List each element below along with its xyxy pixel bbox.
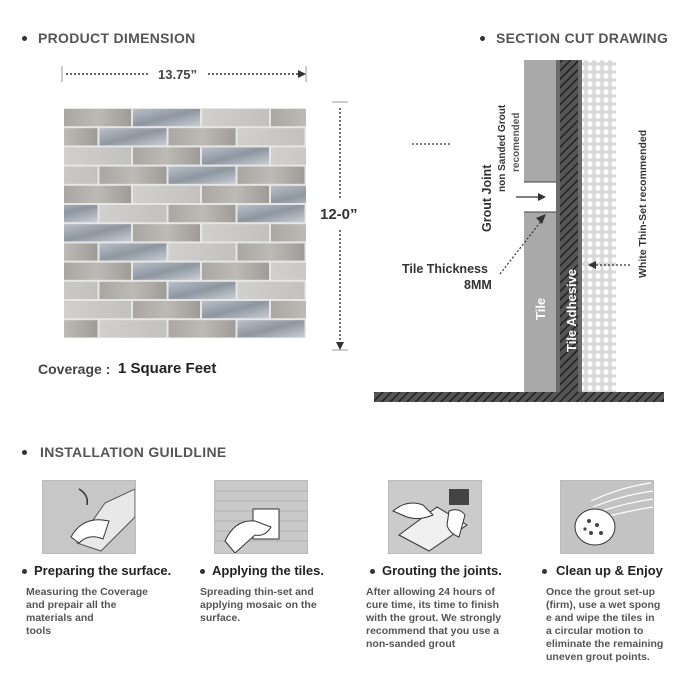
- mosaic-strip: [64, 128, 98, 146]
- tile-label: Tile: [533, 297, 548, 320]
- product-dimension-title: PRODUCT DIMENSION: [38, 30, 196, 46]
- step-title: Applying the tiles.: [212, 563, 324, 578]
- mosaic-strip: [64, 147, 131, 165]
- bullet-icon: [370, 569, 375, 574]
- mosaic-strip: [99, 281, 167, 299]
- mosaic-strip: [237, 243, 305, 261]
- grout-joint-label: Grout Joint: [480, 164, 494, 232]
- measuring-illustration: [42, 480, 136, 554]
- mosaic-strip: [133, 224, 200, 242]
- mosaic-strip: [202, 262, 269, 280]
- mosaic-tile-sheet: [64, 108, 306, 338]
- mosaic-strip: [64, 320, 98, 338]
- bullet-icon: [22, 36, 27, 41]
- bullet-icon: [542, 569, 547, 574]
- section-cut-drawing: [374, 60, 664, 402]
- step-description: After allowing 24 hours of cure time, it…: [366, 586, 502, 650]
- sponge-cleaning-illustration: [560, 480, 654, 554]
- width-dimension-line: [61, 66, 307, 82]
- installation-title: INSTALLATION GUILDLINE: [40, 444, 227, 460]
- mosaic-strip: [99, 205, 167, 223]
- tile-thickness-label: Tile Thickness: [402, 262, 488, 276]
- mosaic-strip: [271, 262, 306, 280]
- step-description: Once the grout set-up (firm), use a wet …: [546, 586, 664, 663]
- mosaic-strip: [133, 109, 200, 127]
- coverage-label: Coverage :: [38, 361, 111, 377]
- mosaic-strip: [202, 147, 269, 165]
- height-label: 12-0”: [320, 206, 358, 223]
- coverage-value: 1 Square Feet: [118, 360, 217, 377]
- mosaic-strip: [133, 262, 200, 280]
- mosaic-strip: [133, 301, 200, 319]
- mosaic-strip: [64, 224, 131, 242]
- mosaic-strip: [237, 320, 305, 338]
- mosaic-strip: [237, 128, 305, 146]
- mosaic-strip: [99, 128, 167, 146]
- mosaic-strip: [99, 166, 167, 184]
- step-title: Preparing the surface.: [34, 563, 172, 578]
- mosaic-strip: [133, 185, 200, 203]
- bullet-icon: [200, 569, 205, 574]
- mosaic-strip: [202, 109, 269, 127]
- height-dimension-line: [332, 101, 348, 351]
- mosaic-strip: [271, 224, 306, 242]
- mosaic-strip: [64, 281, 98, 299]
- tile-adhesive-label: Tile Adhesive: [564, 268, 579, 352]
- mosaic-strip: [271, 147, 306, 165]
- mosaic-strip: [168, 320, 236, 338]
- mosaic-strip: [99, 320, 167, 338]
- mosaic-strip: [168, 281, 236, 299]
- mosaic-strip: [168, 128, 236, 146]
- bullet-icon: [22, 450, 27, 455]
- mosaic-strip: [202, 301, 269, 319]
- mosaic-strip: [237, 281, 305, 299]
- mosaic-strip: [271, 185, 306, 203]
- step-description: Measuring the Coverage and prepair all t…: [26, 586, 148, 637]
- mosaic-strip: [237, 205, 305, 223]
- grout-note-1: non Sanded Grout: [497, 104, 508, 192]
- mosaic-strip: [271, 301, 306, 319]
- mosaic-strip: [168, 205, 236, 223]
- mosaic-strip: [64, 301, 131, 319]
- mosaic-strip: [133, 147, 200, 165]
- mosaic-strip: [64, 205, 98, 223]
- bullet-icon: [480, 36, 485, 41]
- mosaic-strip: [168, 166, 236, 184]
- mosaic-strip: [202, 185, 269, 203]
- mosaic-strip: [237, 166, 305, 184]
- step-title: Clean up & Enjoy: [556, 563, 663, 578]
- section-cut-title: SECTION CUT DRAWING: [496, 30, 669, 46]
- mosaic-strip: [64, 262, 131, 280]
- mosaic-strip: [64, 243, 98, 261]
- grout-float-illustration: [388, 480, 482, 554]
- mosaic-strip: [64, 166, 98, 184]
- trowel-illustration: [214, 480, 308, 554]
- mosaic-strip: [202, 224, 269, 242]
- tile-thickness-value: 8MM: [464, 278, 492, 292]
- mosaic-strip: [64, 185, 131, 203]
- grout-note-2: recomended: [511, 112, 522, 172]
- step-title: Grouting the joints.: [382, 563, 502, 578]
- bullet-icon: [22, 569, 27, 574]
- mosaic-strip: [64, 109, 131, 127]
- mosaic-strip: [271, 109, 306, 127]
- mosaic-strip: [99, 243, 167, 261]
- step-description: Spreading thin-set and applying mosaic o…: [200, 586, 317, 624]
- mosaic-strip: [168, 243, 236, 261]
- thinset-label: White Thin-Set recommended: [637, 129, 649, 278]
- width-label: 13.75”: [158, 67, 198, 82]
